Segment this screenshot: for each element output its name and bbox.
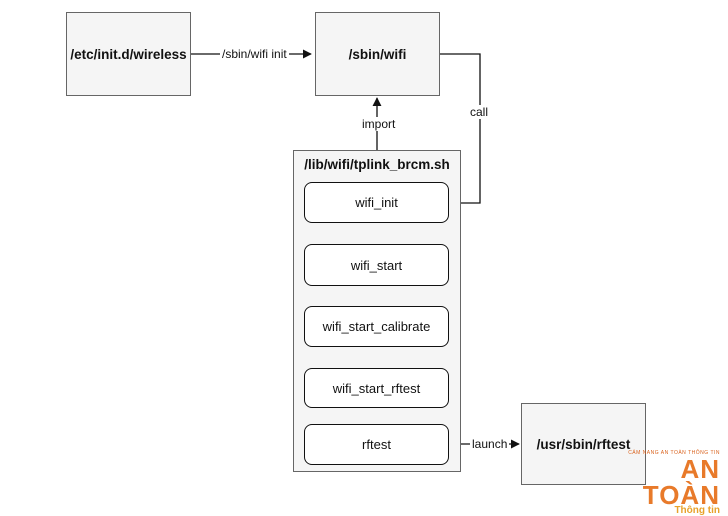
container-title: /lib/wifi/tplink_brcm.sh [304, 157, 450, 172]
edge-label-launch: launch [470, 437, 510, 451]
edge-label-call: call [468, 105, 491, 119]
edge-label-sbin-wifi-init: /sbin/wifi init [220, 47, 289, 61]
node-init-wireless: /etc/init.d/wireless [66, 12, 191, 96]
fn-wifi-start-calibrate: wifi_start_calibrate [304, 306, 449, 347]
fn-rftest: rftest [304, 424, 449, 465]
edge-label-import: import [360, 117, 398, 131]
watermark-main-text: AN TOÀN [642, 454, 720, 510]
fn-wifi-start: wifi_start [304, 244, 449, 286]
fn-wifi-init: wifi_init [304, 182, 449, 223]
watermark-logo: CẨM NANG AN TOÀN THÔNG TIN AN TOÀN Thông… [600, 450, 720, 516]
node-sbin-wifi: /sbin/wifi [315, 12, 440, 96]
node-usr-sbin-rftest: /usr/sbin/rftest [521, 403, 646, 485]
edge-call [439, 53, 481, 208]
watermark-small-text: CẨM NANG AN TOÀN THÔNG TIN [628, 450, 720, 456]
fn-wifi-start-rftest: wifi_start_rftest [304, 368, 449, 408]
